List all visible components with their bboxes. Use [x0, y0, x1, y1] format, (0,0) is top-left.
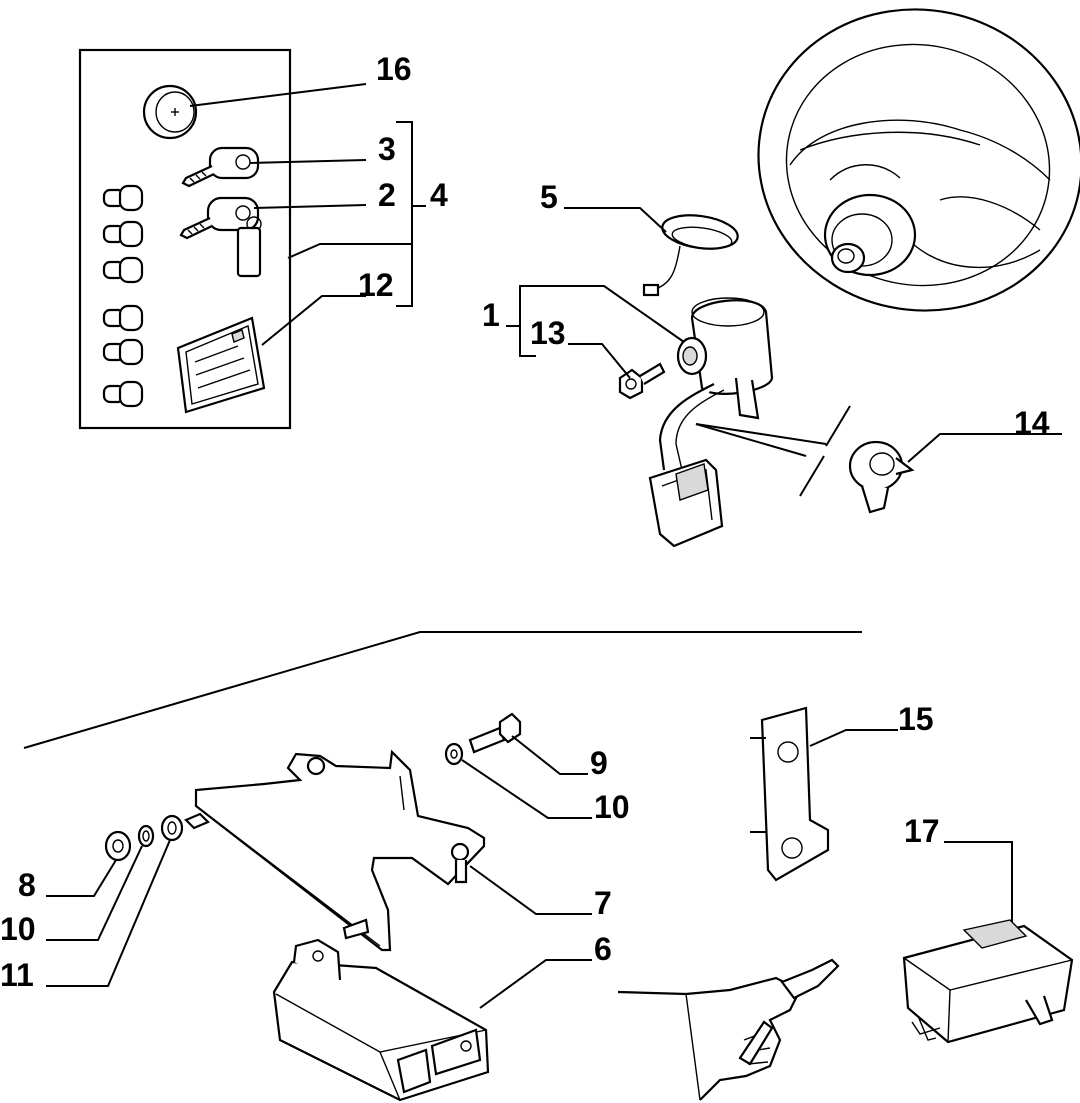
callout-9: 9: [590, 745, 608, 781]
kit-leaders: [189, 83, 426, 346]
transponder-part-14: [695, 405, 1062, 514]
washer-part-10b: [137, 824, 155, 848]
callout-12: 12: [358, 267, 394, 303]
section-divider: [23, 631, 862, 749]
ignition-assembly: [506, 207, 774, 548]
lock-cylinders: [102, 184, 144, 408]
callout-4: 4: [430, 177, 448, 213]
callout-15: 15: [898, 701, 934, 737]
ring-part-5: [642, 214, 739, 297]
mounting-bracket-part-7: [184, 749, 486, 952]
callout-16: 16: [376, 51, 412, 87]
callout-3: 3: [378, 131, 396, 167]
washer-part-11: [160, 814, 184, 842]
bolt-washer-9-10: [444, 712, 522, 766]
code-card-part-12: [176, 316, 266, 414]
callout-1: 1: [482, 297, 500, 333]
nut-washers: [104, 814, 184, 862]
hand-with-key: [617, 958, 840, 1101]
lower-leaders: [46, 729, 1013, 1009]
module-part-17: [902, 919, 1074, 1044]
key-part-2: [179, 196, 262, 278]
cap-part-16: [142, 84, 198, 140]
callout-6: 6: [594, 931, 612, 967]
callout-13: 13: [530, 315, 566, 351]
bolt-part-13: [618, 362, 666, 400]
callout-10-bottom: 10: [0, 911, 36, 947]
callout-8: 8: [18, 867, 36, 903]
callout-labels: 16 3 2 4 12 5 1 13 14 9 10 15 17 8 10 11…: [0, 51, 1050, 993]
callout-14: 14: [1014, 405, 1050, 441]
plate-part-15: [750, 706, 830, 882]
callout-11: 11: [0, 957, 34, 993]
callout-10-top: 10: [594, 789, 630, 825]
nut-part-8: [104, 830, 132, 862]
callout-5: 5: [540, 179, 558, 215]
switch-body-part-1: [648, 297, 774, 548]
callout-17: 17: [904, 813, 940, 849]
steering-wheel: [757, 8, 1080, 312]
callout-7: 7: [594, 885, 612, 921]
ecu-module-part-6: [272, 938, 490, 1102]
callout-2: 2: [378, 177, 396, 213]
key-kit-box: [78, 48, 292, 430]
